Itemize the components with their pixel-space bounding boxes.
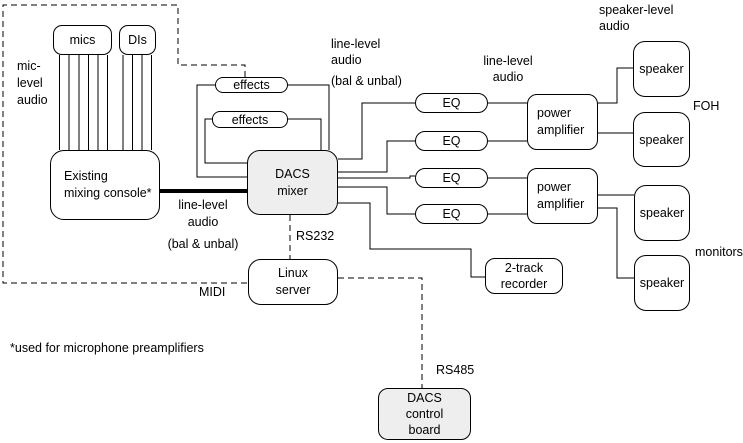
speaker3-node: speaker xyxy=(634,185,690,241)
line-level-console-line3: (bal & unbal) xyxy=(167,237,239,251)
mixer-to-eq4-line xyxy=(338,186,415,215)
eq3-node: EQ xyxy=(415,168,488,188)
effects1-send-line xyxy=(196,84,247,178)
mic-level-audio-line2: level xyxy=(17,76,43,90)
eq1-node: EQ xyxy=(415,93,488,113)
monitors-label: monitors xyxy=(695,245,743,259)
dis-node: DIs xyxy=(119,25,156,55)
speaker2-label: speaker xyxy=(639,132,684,147)
di-cables xyxy=(122,55,152,150)
line-level-mixer-line3: (bal & unbal) xyxy=(331,74,402,88)
line-level-console-line1: line-level xyxy=(178,198,228,212)
midi-label: MIDI xyxy=(199,285,226,299)
effects2-send-line xyxy=(204,118,247,164)
eq4-label: EQ xyxy=(442,207,461,221)
line-level-mixer-line2: audio xyxy=(331,53,362,67)
speaker-level-line1: speaker-level xyxy=(599,3,674,17)
mixer-to-eq3-line xyxy=(338,175,415,179)
line-level-mixer-line1: line-level xyxy=(331,37,381,51)
line-level-console-line2: audio xyxy=(187,215,219,229)
speaker-level-audio-label: speaker-level audio xyxy=(599,2,673,34)
dacs-mixer-line1: DACS xyxy=(275,166,310,181)
speaker2-node: speaker xyxy=(633,112,690,167)
foh-label: FOH xyxy=(693,99,720,113)
amp2-to-speaker4-line xyxy=(598,207,634,279)
recorder-line1: 2-track xyxy=(504,261,544,275)
amp1-to-speaker1-line xyxy=(598,67,633,104)
effects2-return-line xyxy=(288,118,322,150)
mic-level-audio-label: mic- level audio xyxy=(17,58,48,109)
recorder-line2: recorder xyxy=(500,277,548,291)
power-amp2-node: power amplifier xyxy=(527,168,598,224)
linux-server-node: Linux server xyxy=(248,259,338,305)
eq2-node: EQ xyxy=(415,131,488,151)
rs485-label: RS485 xyxy=(436,363,475,377)
linux-server-line1: Linux xyxy=(278,266,308,280)
power-amp1-line2: amplifier xyxy=(537,123,585,137)
dacs-control-board-node: DACS control board xyxy=(378,388,471,440)
footnote-label: *used for microphone preamplifiers xyxy=(10,341,204,355)
speaker3-label: speaker xyxy=(639,206,685,220)
speaker1-label: speaker xyxy=(639,62,684,76)
mixing-console-line1: Existing xyxy=(64,169,108,183)
dacs-mixer-line2: mixer xyxy=(277,183,308,198)
eq4-node: EQ xyxy=(415,204,488,224)
speaker4-label: speaker xyxy=(639,276,685,290)
mic-level-audio-line1: mic- xyxy=(17,59,41,73)
power-amp2-line2: amplifier xyxy=(537,197,585,211)
dacs-control-board-line3: board xyxy=(408,423,441,437)
mic-level-audio-line3: audio xyxy=(17,93,48,107)
mixing-console-node: Existing mixing console* xyxy=(50,150,160,220)
mixer-to-recorder-line xyxy=(338,202,485,278)
effects2-label: effects xyxy=(231,112,269,127)
dashed-boundary-midi-line xyxy=(2,4,248,284)
power-amp1-line1: power xyxy=(537,106,572,120)
dacs-control-board-line1: DACS xyxy=(407,391,442,405)
line-level-audio-mixer-label: line-level audio (bal & unbal) xyxy=(331,36,402,89)
effects1-label: effects xyxy=(233,78,270,92)
dis-label: DIs xyxy=(128,33,147,47)
mic-cables xyxy=(59,55,108,150)
mixing-console-line2: mixing console* xyxy=(64,186,152,200)
rs232-label: RS232 xyxy=(296,229,335,243)
speaker-level-line2: audio xyxy=(599,19,630,33)
dacs-control-board-line2: control xyxy=(405,407,444,421)
speaker1-node: speaker xyxy=(633,41,690,97)
effects1-return-line xyxy=(288,84,330,150)
mics-node: mics xyxy=(53,25,112,55)
dacs-mixer-node: DACS mixer xyxy=(247,150,338,215)
line-level-eq-line2: audio xyxy=(492,70,524,84)
line-level-eq-line1: line-level xyxy=(483,54,533,68)
mixer-to-eq1-line xyxy=(338,102,415,160)
effects1-node: effects xyxy=(215,77,288,93)
eq3-label: EQ xyxy=(442,171,461,185)
line-level-audio-eq-label: line-level audio xyxy=(478,53,538,85)
eq2-label: EQ xyxy=(442,134,461,148)
mixer-to-eq2-line xyxy=(338,140,415,173)
linux-server-line2: server xyxy=(275,283,311,297)
recorder-node: 2-track recorder xyxy=(485,258,563,294)
line-level-audio-console-label: line-level audio (bal & unbal) xyxy=(158,197,248,253)
power-amp1-node: power amplifier xyxy=(527,94,598,150)
rs485-link xyxy=(338,277,423,388)
eq1-label: EQ xyxy=(442,96,461,110)
speaker4-node: speaker xyxy=(634,255,690,311)
mics-label: mics xyxy=(69,33,96,47)
power-amp2-line1: power xyxy=(537,180,572,194)
effects2-node: effects xyxy=(212,111,288,128)
